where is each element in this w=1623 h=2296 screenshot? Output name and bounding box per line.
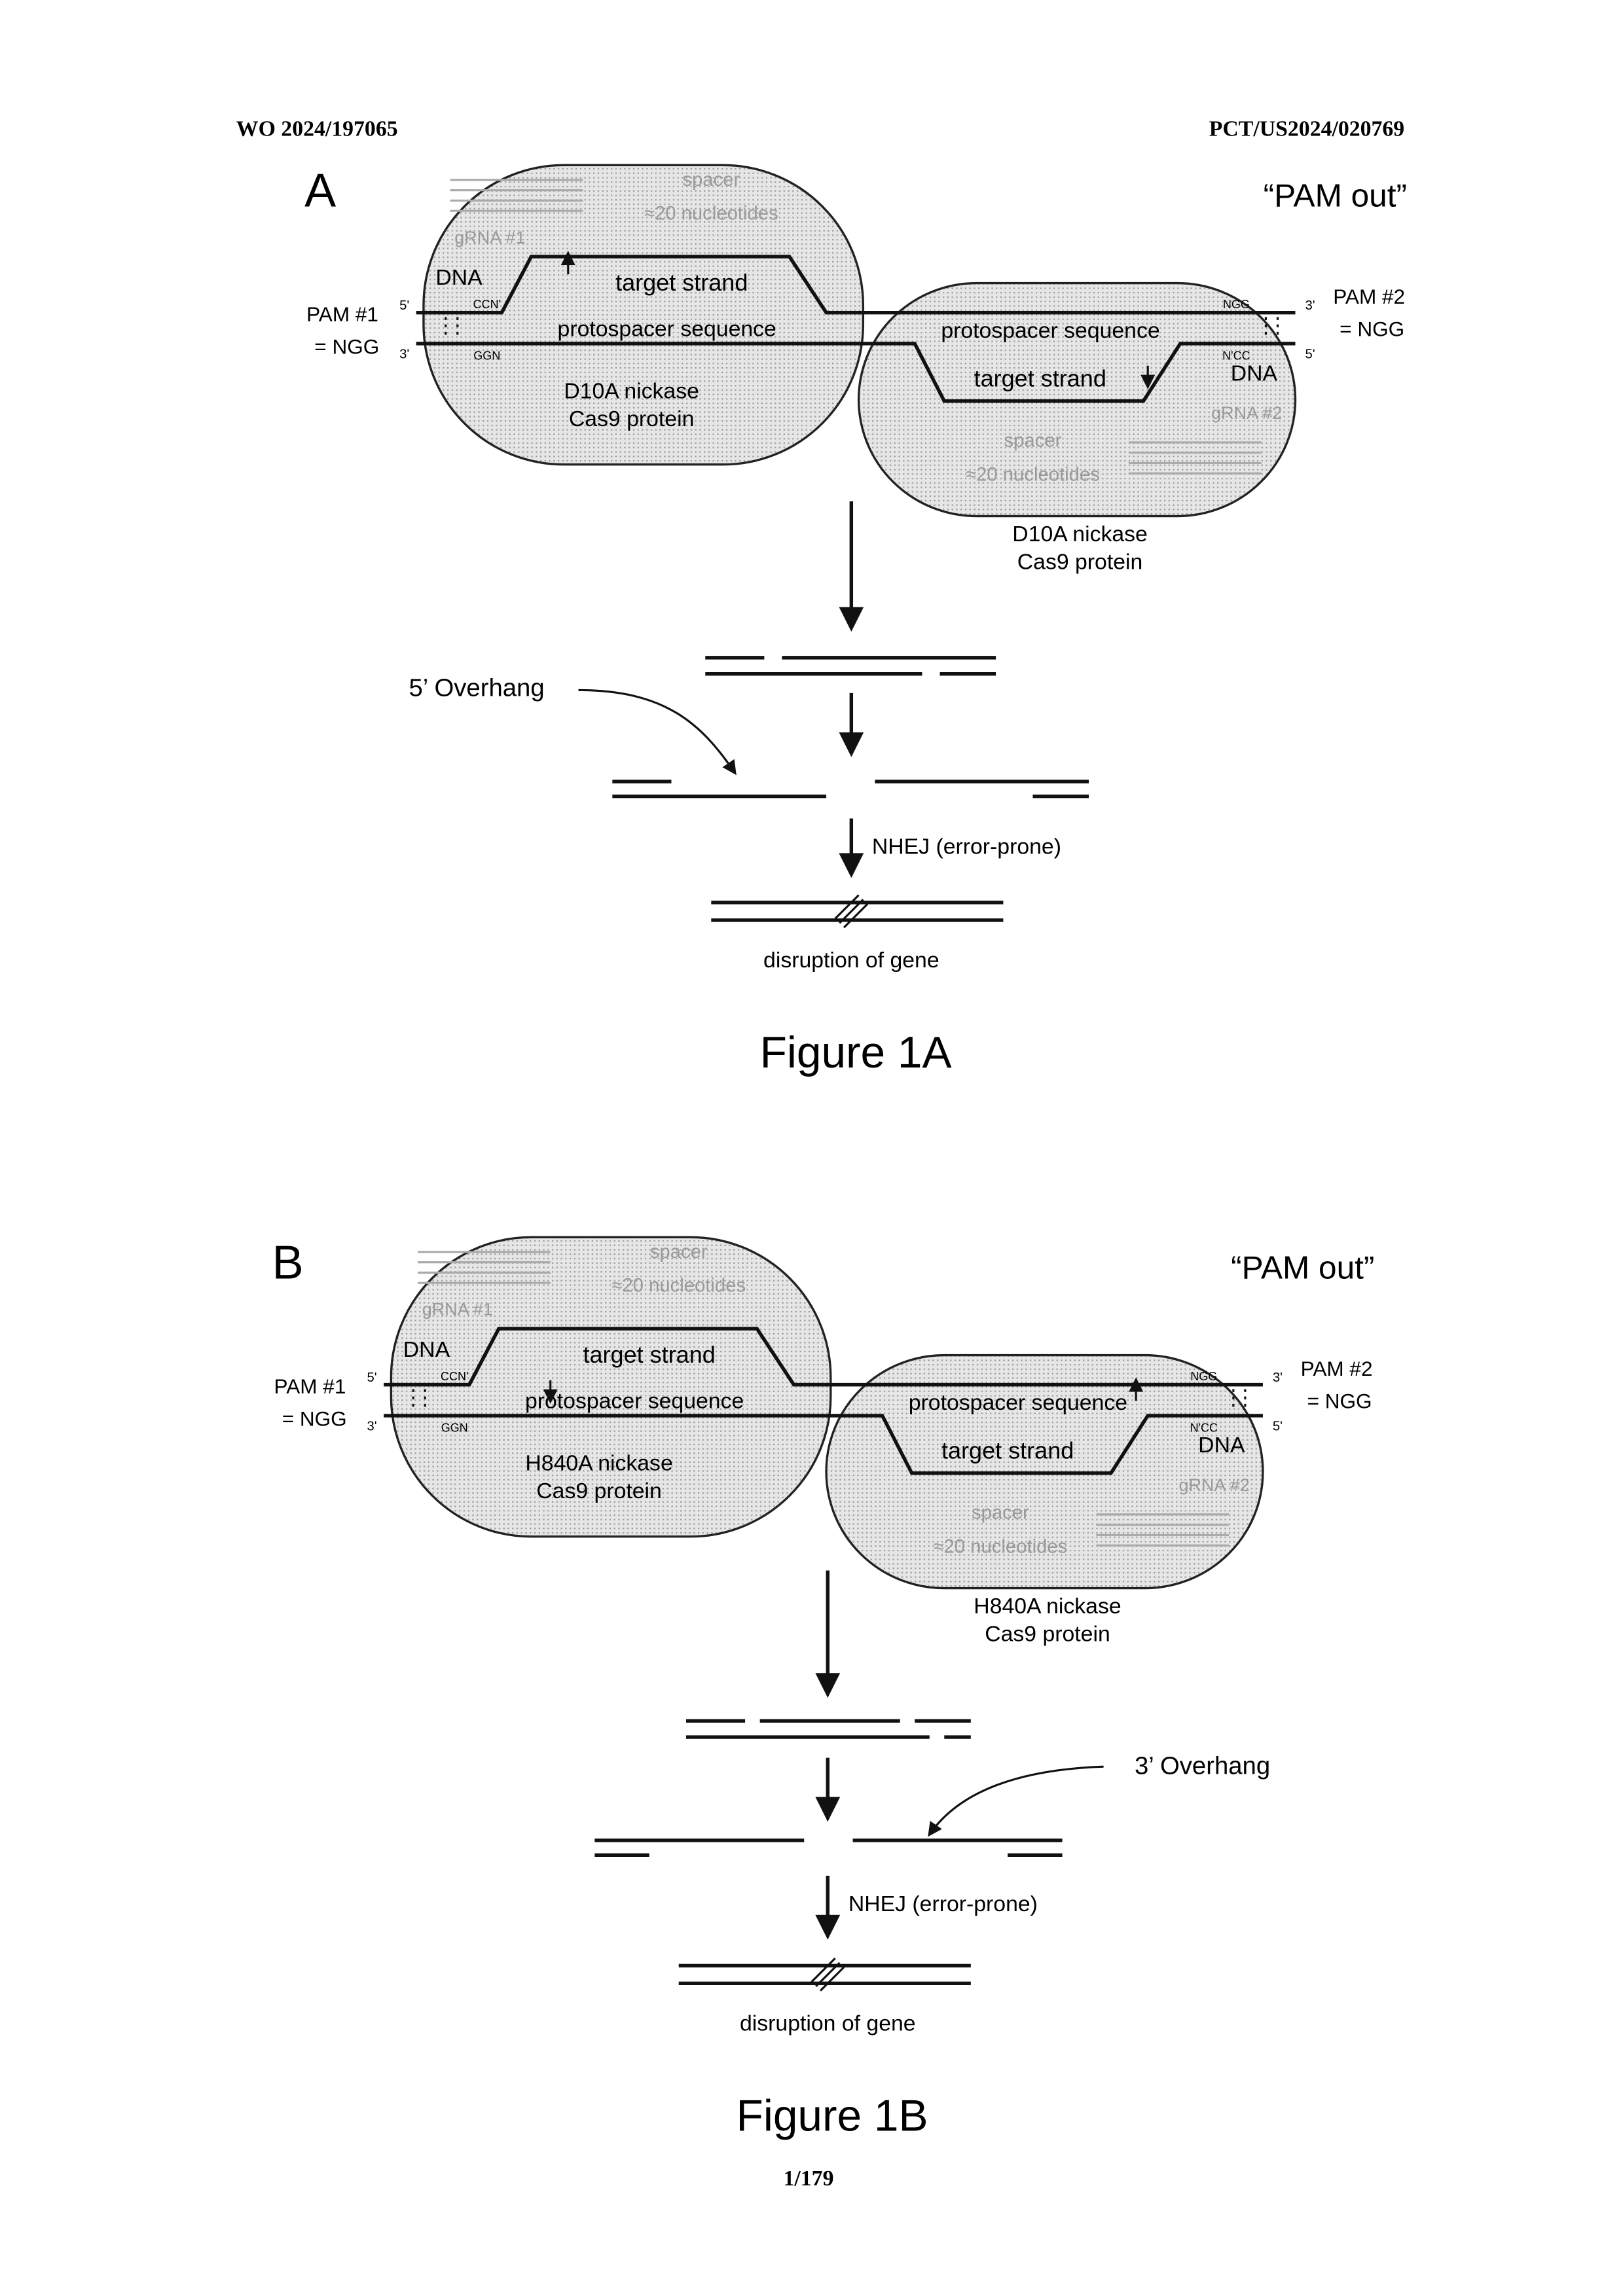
figure-caption: Figure 1B	[737, 2092, 928, 2141]
indel-mark-icon	[835, 895, 868, 928]
strand-end-label: 5'	[1273, 1419, 1283, 1433]
pam-top-seq: CCN'	[441, 1370, 468, 1383]
panel-letter: B	[272, 1236, 304, 1289]
result-label: disruption of gene	[763, 948, 939, 973]
overhang-pointer-arrow-icon	[579, 690, 735, 772]
figure-1a-panel: A “PAM out” spacer ≈20 nucleotides gRNA #1 DN…	[304, 164, 1407, 1077]
spacer-label: spacer	[972, 1502, 1029, 1524]
pam-bottom-seq: N'CC	[1190, 1422, 1218, 1435]
repair-pathway-label: NHEJ (error-prone)	[848, 1892, 1038, 1916]
spacer-label: spacer	[650, 1241, 708, 1263]
overhang-label: 3’ Overhang	[1135, 1751, 1270, 1780]
target-strand-label: target strand	[583, 1341, 716, 1368]
protein-name: H840A nickase	[974, 1594, 1121, 1619]
strand-end-label: 5'	[367, 1371, 377, 1385]
result-label: disruption of gene	[740, 2011, 916, 2036]
pam-bottom-seq: N'CC	[1222, 350, 1250, 363]
pam-bottom-seq: GGN	[473, 350, 500, 363]
publication-number: WO 2024/197065	[236, 117, 398, 141]
repair-pathway-label: NHEJ (error-prone)	[872, 834, 1061, 859]
strand-end-label: 3'	[367, 1419, 377, 1433]
dna-label: DNA	[403, 1337, 450, 1362]
grna-label: gRNA #1	[422, 1300, 493, 1319]
pam-bottom-seq: GGN	[441, 1422, 468, 1435]
figure-caption: Figure 1A	[760, 1028, 952, 1077]
strand-end-label: 3'	[1305, 298, 1315, 313]
grna-label: gRNA #2	[1179, 1475, 1250, 1495]
spacer-length-label: ≈20 nucleotides	[933, 1535, 1067, 1557]
spacer-length-label: ≈20 nucleotides	[644, 203, 778, 224]
panel-letter: A	[304, 164, 336, 217]
overhang-label: 5’ Overhang	[409, 673, 544, 702]
grna-label: gRNA #2	[1211, 403, 1282, 423]
pam-label: PAM #2	[1301, 1357, 1373, 1380]
page-number: 1/179	[784, 2166, 834, 2191]
pam-value: = NGG	[1340, 317, 1404, 341]
spacer-length-label: ≈20 nucleotides	[611, 1275, 746, 1297]
grna-label: gRNA #1	[454, 228, 525, 247]
protospacer-label: protospacer sequence	[909, 1390, 1127, 1415]
target-strand-label: target strand	[974, 365, 1106, 391]
pam-orientation-label: “PAM out”	[1264, 177, 1407, 213]
protein-name: H840A nickase	[525, 1450, 672, 1475]
strand-end-label: 5'	[1305, 347, 1315, 361]
application-number: PCT/US2024/020769	[1209, 117, 1404, 141]
protospacer-label: protospacer sequence	[525, 1389, 744, 1414]
spacer-label: spacer	[1004, 430, 1062, 452]
pam-top-seq: CCN'	[473, 298, 501, 311]
protein-type: Cas9 protein	[985, 1622, 1110, 1647]
pam-value: = NGG	[314, 335, 379, 359]
pam-value: = NGG	[1307, 1390, 1372, 1413]
strand-end-label: 5'	[399, 298, 409, 313]
figure-1b-panel: B “PAM out” spacer ≈20 nucleotides gRNA #1 DN…	[272, 1236, 1375, 2140]
overhang-pointer-arrow-icon	[930, 1767, 1104, 1835]
pam-label: PAM #1	[306, 302, 378, 326]
dna-label: DNA	[435, 265, 483, 290]
pam-value: = NGG	[282, 1407, 347, 1431]
protospacer-label: protospacer sequence	[941, 318, 1159, 343]
pam-label: PAM #2	[1333, 285, 1405, 308]
target-strand-label: target strand	[941, 1437, 1074, 1463]
protein-type: Cas9 protein	[536, 1479, 662, 1503]
pam-top-seq: NGG	[1190, 1370, 1217, 1383]
protein-type: Cas9 protein	[1017, 550, 1143, 575]
dna-label: DNA	[1231, 361, 1278, 386]
pam-top-seq: NGG	[1223, 298, 1250, 311]
protein-type: Cas9 protein	[569, 406, 695, 431]
strand-end-label: 3'	[399, 347, 409, 361]
dna-label: DNA	[1198, 1433, 1245, 1458]
strand-end-label: 3'	[1273, 1371, 1283, 1385]
pam-orientation-label: “PAM out”	[1231, 1249, 1374, 1285]
target-strand-label: target strand	[615, 269, 748, 296]
protospacer-label: protospacer sequence	[558, 317, 776, 342]
spacer-label: spacer	[682, 169, 740, 190]
spacer-length-label: ≈20 nucleotides	[966, 463, 1100, 485]
pam-label: PAM #1	[274, 1374, 346, 1398]
protein-name: D10A nickase	[564, 378, 699, 403]
indel-mark-icon	[812, 1958, 845, 1991]
protein-name: D10A nickase	[1012, 522, 1148, 547]
